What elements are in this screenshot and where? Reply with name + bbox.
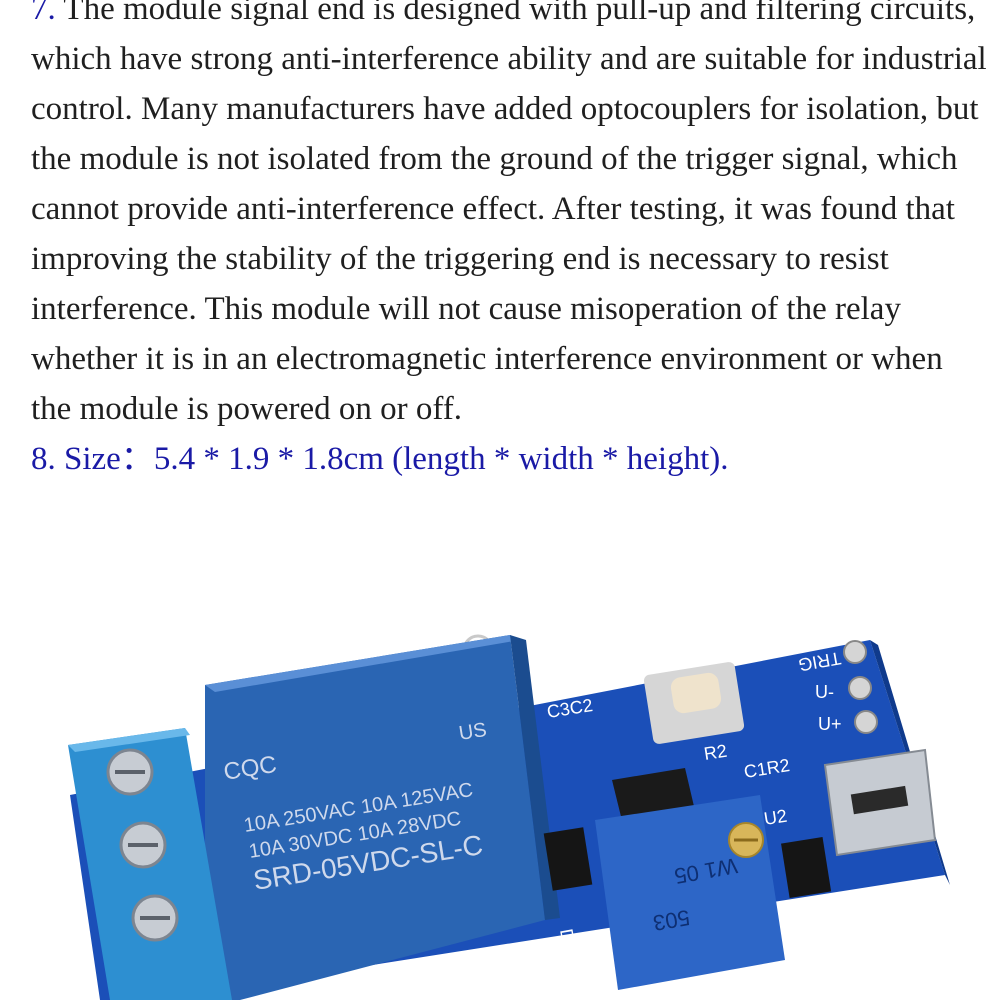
- item-7-paragraph: 7. The module signal end is designed wit…: [31, 0, 991, 434]
- item-8-text: Size：5.4 * 1.9 * 1.8cm (length * width *…: [64, 441, 729, 477]
- relay-cert-us: US: [457, 719, 488, 745]
- label-r2: R2: [702, 741, 728, 764]
- item-7-number: 7.: [31, 0, 56, 27]
- push-button: [643, 662, 745, 744]
- label-d2: D2: [556, 927, 580, 953]
- screw-terminal: [68, 728, 232, 1000]
- micro-usb-port: [823, 748, 937, 857]
- relay-body: CQC US 10A 250VAC 10A 125VAC 10A 30VDC 1…: [205, 635, 560, 1000]
- item-8-paragraph: 8. Size：5.4 * 1.9 * 1.8cm (length * widt…: [31, 434, 991, 484]
- item-8-number: 8.: [31, 441, 56, 477]
- label-u2: U2: [762, 806, 788, 829]
- item-7-text: The module signal end is designed with p…: [31, 0, 987, 427]
- description-text: 7. The module signal end is designed wit…: [31, 0, 991, 484]
- potentiometer: W1 05 503: [595, 795, 785, 990]
- label-u-minus: U-: [815, 682, 834, 702]
- relay-module-illustration: CQC US 10A 250VAC 10A 125VAC 10A 30VDC 1…: [68, 634, 950, 1000]
- product-photo: CQC US 10A 250VAC 10A 125VAC 10A 30VDC 1…: [0, 600, 1000, 1000]
- label-u-plus: U+: [818, 714, 842, 734]
